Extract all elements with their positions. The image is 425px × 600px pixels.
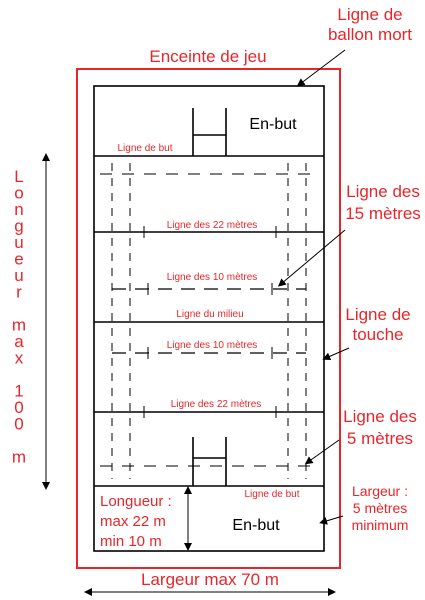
length-max-letter: m bbox=[12, 448, 26, 467]
label-ingoal-length-2: max 22 m bbox=[100, 513, 166, 530]
length-max-letter: m bbox=[12, 316, 26, 335]
length-max-letter: u bbox=[14, 233, 23, 252]
goal-posts-bottom bbox=[192, 437, 227, 486]
dashed-5m-15m-lines bbox=[111, 163, 307, 479]
label-22m-bottom: Ligne des 22 mètres bbox=[171, 399, 262, 410]
dashed-10m-lines bbox=[112, 288, 306, 354]
tick-marks bbox=[143, 226, 277, 418]
label-ingoal-length-3: min 10 m bbox=[100, 533, 162, 550]
field-outline bbox=[93, 85, 325, 552]
label-ingoal-length-1: Longueur : bbox=[100, 493, 172, 510]
playing-enclosure-border bbox=[76, 68, 341, 569]
length-max-letter: n bbox=[14, 200, 23, 219]
length-max-letter: 0 bbox=[14, 398, 23, 417]
label-10m-bottom: Ligne des 10 mètres bbox=[167, 340, 258, 351]
length-max-letter: 0 bbox=[14, 415, 23, 434]
dashed-5m-horizontal bbox=[100, 173, 318, 467]
length-max-letter: u bbox=[14, 266, 23, 285]
label-halfway: Ligne du milieu bbox=[176, 309, 243, 320]
length-max-letter: g bbox=[14, 217, 23, 236]
label-in-goal-bottom: En-but bbox=[232, 517, 280, 534]
length-max-letter: x bbox=[15, 349, 24, 368]
goal-posts-top bbox=[192, 108, 227, 156]
label-touch-2: touche bbox=[352, 325, 403, 344]
label-dead-ball-line-1: Ligne de bbox=[337, 5, 402, 24]
label-5m-1: Ligne des bbox=[343, 407, 417, 426]
label-15m-2: 15 mètres bbox=[345, 204, 421, 223]
label-playing-enclosure: Enceinte de jeu bbox=[149, 47, 266, 66]
label-15m-1: Ligne des bbox=[346, 182, 420, 201]
length-max-letter: e bbox=[14, 250, 23, 269]
label-10m-top: Ligne des 10 mètres bbox=[167, 272, 258, 283]
label-goal-line-bottom: Ligne de but bbox=[244, 489, 299, 500]
label-22m-top: Ligne des 22 mètres bbox=[167, 220, 258, 231]
label-in-goal-top: En-but bbox=[249, 116, 297, 133]
length-max-letter: L bbox=[14, 167, 23, 186]
annotation-pointers bbox=[277, 49, 350, 525]
label-goal-line-top: Ligne de but bbox=[117, 143, 172, 154]
length-max-letter: 1 bbox=[14, 382, 23, 401]
label-width-min-1: Largeur : bbox=[352, 483, 408, 499]
label-width-min-2: 5 mètres bbox=[353, 500, 407, 516]
label-width-min-3: minimum bbox=[352, 517, 409, 533]
label-5m-2: 5 mètres bbox=[347, 429, 413, 448]
label-dead-ball-line-2: ballon mort bbox=[328, 25, 412, 44]
length-max-letter: r bbox=[16, 283, 22, 302]
label-touch-1: Ligne de bbox=[345, 305, 410, 324]
length-max-letter: o bbox=[14, 184, 23, 203]
label-width-max: Largeur max 70 m bbox=[141, 570, 279, 589]
length-max-letter: a bbox=[14, 332, 24, 351]
